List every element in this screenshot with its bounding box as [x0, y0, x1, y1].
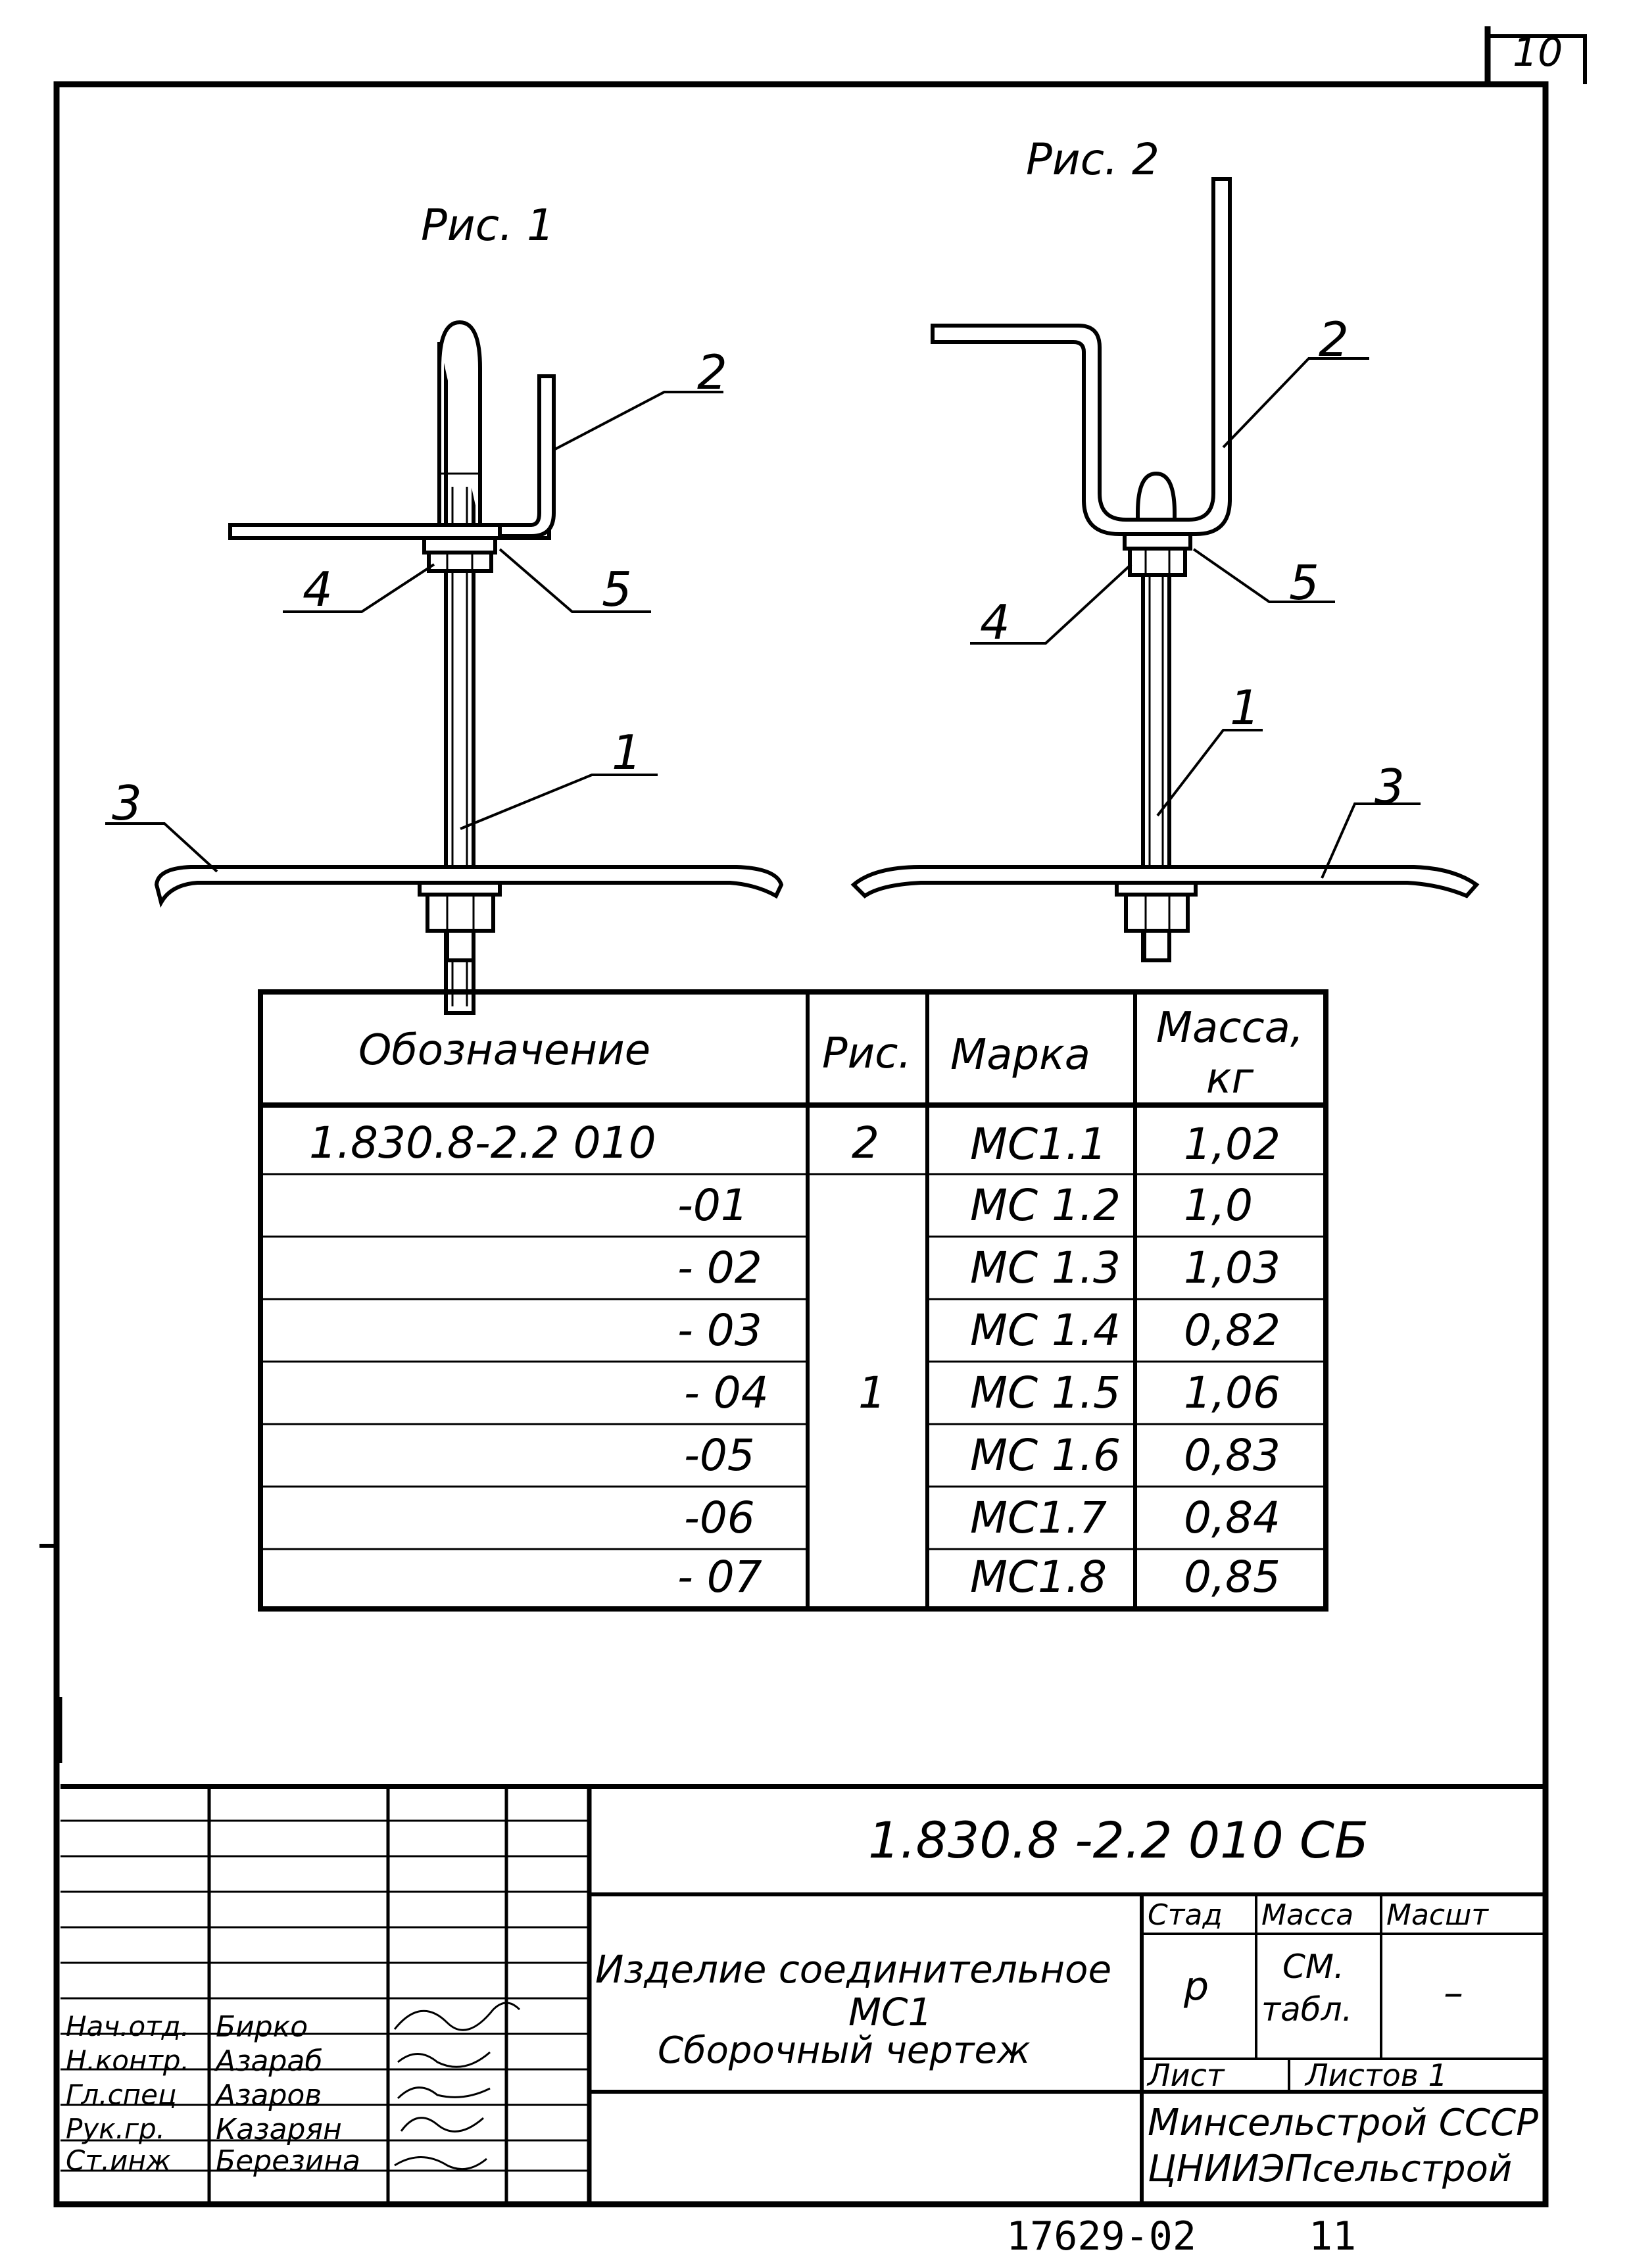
inventory-number: 17629-02: [1006, 2213, 1196, 2259]
scale-label: Масшт: [1386, 1898, 1489, 1932]
fig1-callout-4: 4: [303, 562, 333, 617]
role-1: Нач.отд.: [66, 2010, 190, 2042]
table-header-designation: Обозначение: [358, 1026, 651, 1075]
stage-value: р: [1184, 1963, 1209, 2009]
table-header-mark: Марка: [950, 1031, 1090, 1079]
product-name-line1: Изделие соединительное: [595, 1947, 1112, 1992]
row-5-mass: 1,06: [1184, 1368, 1280, 1418]
role-2: Н.контр.: [66, 2044, 189, 2077]
fig1-callout-3: 3: [112, 776, 142, 831]
role-5: Ст.инж: [66, 2144, 171, 2177]
role-3: Гл.спец: [66, 2079, 177, 2111]
figure-1-leaders: [105, 391, 723, 873]
row-6-designation: -05: [684, 1430, 755, 1481]
row-2-designation: -01: [677, 1180, 748, 1231]
row-3-mark: МС 1.3: [970, 1243, 1121, 1293]
organization-line1: Минсельстрой СССР: [1148, 2102, 1538, 2144]
footer-page-number: 11: [1309, 2213, 1357, 2259]
organization-line2: ЦНИИЭПсельстрой: [1148, 2148, 1513, 2190]
sheet-label: Лист: [1148, 2058, 1225, 2093]
figure-2-leaders: [970, 357, 1421, 879]
name-4: Казарян: [216, 2113, 342, 2146]
fig2-callout-4: 4: [980, 595, 1010, 650]
row-3-mass: 1,03: [1184, 1243, 1280, 1293]
row-4-mark: МС 1.4: [970, 1305, 1121, 1356]
row-1-mass: 1,02: [1184, 1119, 1280, 1170]
product-name-line3: Сборочный чертеж: [658, 2029, 1031, 2072]
sheets-label: Листов 1: [1305, 2058, 1448, 2093]
row-4-mass: 0,82: [1184, 1305, 1280, 1356]
figure-1-drawing: [154, 320, 784, 1015]
row-2-mark: МС 1.2: [970, 1180, 1121, 1231]
figure-2-drawing: [850, 177, 1480, 962]
row-1-designation: 1.830.8-2.2 010: [309, 1118, 656, 1168]
name-5: Березина: [216, 2144, 360, 2178]
row-8-mass: 0,85: [1184, 1552, 1280, 1602]
mass-value-line1: СМ.: [1282, 1948, 1344, 1986]
fig2-callout-5: 5: [1289, 555, 1319, 610]
row-5-designation: - 04: [684, 1368, 769, 1418]
fig2-callout-2: 2: [1319, 312, 1349, 367]
figure-2-caption: Рис. 2: [1026, 134, 1159, 185]
row-6-mass: 0,83: [1184, 1430, 1280, 1481]
row-4-designation: - 03: [677, 1305, 762, 1356]
figure-1-caption: Рис. 1: [421, 200, 554, 251]
title-block-grid: [61, 1784, 1546, 2204]
row-1-figure: 2: [852, 1118, 879, 1168]
row-5-figure: 1: [858, 1368, 886, 1418]
page-number-top: 10: [1513, 30, 1563, 76]
row-1-mark: МС1.1: [970, 1119, 1107, 1170]
fig1-callout-5: 5: [602, 562, 632, 617]
name-3: Азаров: [216, 2079, 322, 2112]
fig2-callout-1: 1: [1230, 680, 1260, 735]
row-3-designation: - 02: [677, 1243, 762, 1293]
table-header-mass: Масса, кг: [1148, 1003, 1312, 1104]
role-4: Рук.гр.: [66, 2113, 165, 2145]
signatures: [393, 2002, 521, 2171]
row-7-mark: МС1.7: [970, 1492, 1107, 1543]
row-8-mark: МС1.8: [970, 1552, 1107, 1602]
fig2-callout-3: 3: [1375, 759, 1405, 814]
stage-label: Стад: [1148, 1898, 1223, 1932]
row-7-designation: -06: [684, 1492, 755, 1543]
mass-label: Масса: [1261, 1898, 1354, 1932]
row-8-designation: - 07: [677, 1552, 762, 1602]
table-header-mass-text: Масса, кг: [1156, 1004, 1304, 1103]
product-name-line2: МС1: [848, 1990, 933, 2034]
sheet-frame: [53, 81, 1549, 2207]
scale-value: –: [1444, 1970, 1463, 2016]
row-2-mass: 1,0: [1184, 1180, 1253, 1231]
name-1: Бирко: [216, 2010, 308, 2044]
row-7-mass: 0,84: [1184, 1492, 1280, 1543]
fig1-callout-1: 1: [612, 725, 642, 780]
mass-value-line2: табл.: [1261, 1990, 1353, 2029]
table-header-figure: Рис.: [822, 1029, 912, 1078]
parts-table-grid: [258, 989, 1328, 1612]
fig1-callout-2: 2: [697, 345, 727, 400]
name-2: Азараб: [216, 2044, 323, 2078]
row-5-mark: МС 1.5: [970, 1368, 1121, 1418]
document-code: 1.830.8 -2.2 010 СБ: [868, 1811, 1369, 1869]
row-6-mark: МС 1.6: [970, 1430, 1121, 1481]
